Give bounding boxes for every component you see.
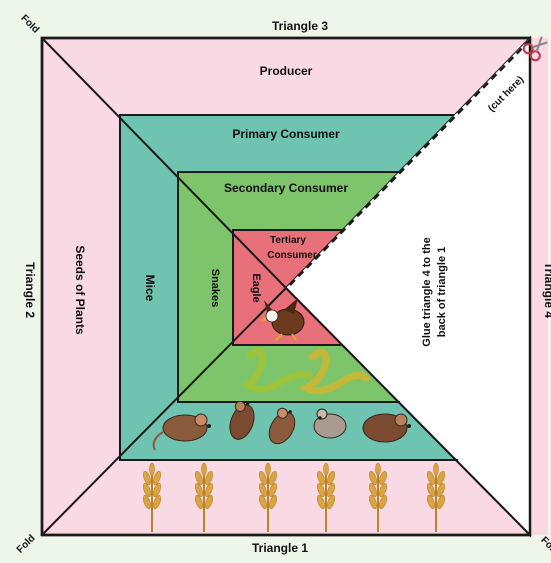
tertiary-organism-label: Eagle	[250, 273, 262, 302]
snake-row	[241, 347, 370, 395]
mouse-icon	[268, 407, 296, 445]
wheat-icon	[195, 462, 213, 532]
fold-label-bottom-right: Fold	[538, 535, 551, 558]
diagonal-top-left	[41, 37, 287, 289]
wheat-row	[143, 462, 445, 532]
triangle-2-label: Triangle 2	[23, 262, 37, 318]
cut-line	[287, 39, 531, 288]
frame-border	[40, 36, 532, 537]
scissors-icon	[522, 36, 548, 62]
fold-label-bottom-left: Fold	[15, 533, 38, 556]
eagle-icon	[260, 298, 305, 341]
wheat-icon	[369, 462, 387, 532]
glue-area	[286, 38, 530, 535]
fold-label-top-left: Fold	[18, 13, 41, 36]
mouse-icon	[313, 408, 347, 439]
wheat-icon	[427, 462, 445, 532]
triangle-1-label: Triangle 1	[252, 541, 308, 555]
triangle-3-label: Triangle 3	[272, 19, 328, 33]
tertiary-level-label-line2: Consumer	[267, 250, 317, 261]
triangle-4-right-strip	[530, 38, 548, 535]
snake-icon	[298, 348, 370, 395]
producer-level-label: Producer	[260, 64, 313, 78]
wheat-icon	[259, 462, 277, 532]
producer-organism-label: Seeds of Plants	[73, 245, 87, 335]
mouse-icon	[229, 400, 255, 440]
diagonal-bottom-right	[285, 287, 531, 536]
diagonal-bottom-left	[41, 287, 287, 536]
primary-level-label: Primary Consumer	[232, 127, 340, 141]
wheat-icon	[317, 462, 335, 532]
tertiary-level-label-line1: Tertiary	[270, 235, 306, 246]
wheat-icon	[143, 462, 161, 532]
secondary-organism-label: Snakes	[209, 269, 221, 308]
snake-icon	[241, 347, 314, 393]
glue-instruction-line1: Glue triangle 4 to the	[421, 237, 433, 346]
triangle-4-label: Triangle 4	[542, 262, 551, 318]
mouse-icon	[362, 413, 411, 443]
mice-row	[152, 400, 411, 451]
primary-organism-label: Mice	[143, 275, 157, 302]
mouse-icon	[152, 413, 211, 451]
secondary-level-label: Secondary Consumer	[224, 181, 348, 195]
glue-instruction-line2: back of triangle 1	[436, 247, 448, 337]
